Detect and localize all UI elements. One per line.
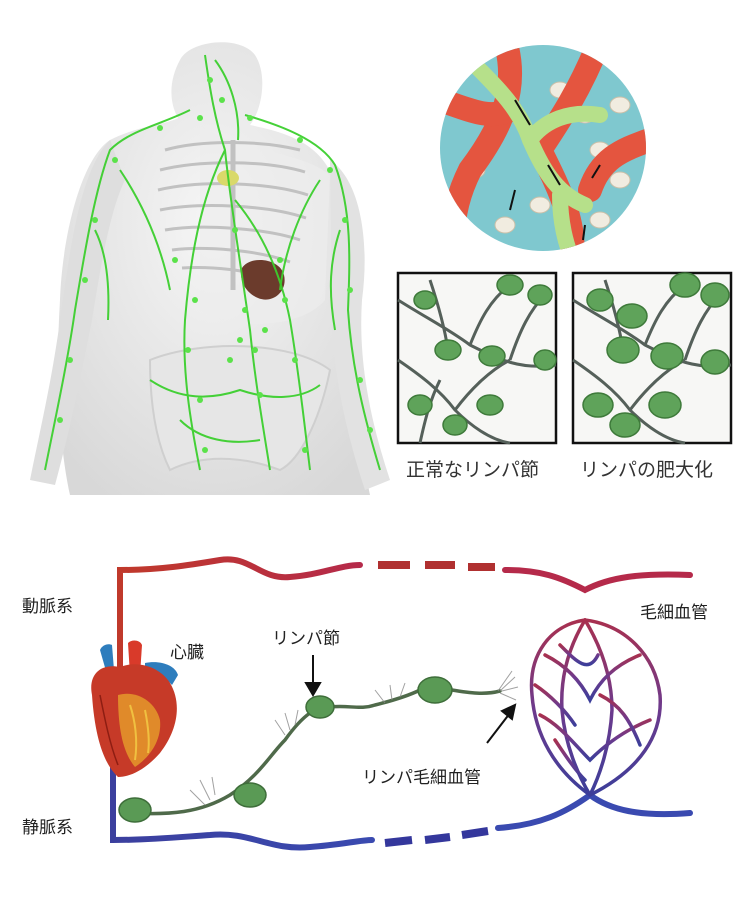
lymph-node-arrow	[304, 655, 322, 697]
venous-vessel	[110, 757, 693, 851]
venous-system-label: 静脈系	[22, 818, 73, 838]
lymph-node-label: リンパ節	[272, 629, 340, 649]
microscope-inset-icon	[440, 45, 646, 251]
lymph-node-icon	[118, 676, 453, 823]
blood-capillary-label: 毛細血管	[640, 603, 708, 623]
normal-lymph-node-box	[396, 271, 558, 445]
human-figure-lymph-icon	[30, 42, 733, 496]
heart-icon	[91, 640, 178, 777]
circulation-diagram: 動脈系 静脈系 心臓 リンパ節 毛細血管 リンパ毛細血管	[0, 495, 750, 897]
enlarged-lymph-node-box	[571, 271, 733, 445]
lymphatic-overview-panel: 正常なリンパ節 リンパの肥大化	[30, 42, 733, 496]
lymph-capillary-arrow	[486, 703, 517, 744]
circulation-diagram-svg	[91, 556, 693, 851]
heart-label: 心臓	[170, 643, 204, 663]
enlarged-lymph-node-caption: リンパの肥大化	[580, 459, 714, 481]
lymph-capillary-label: リンパ毛細血管	[362, 768, 481, 788]
arterial-system-label: 動脈系	[22, 597, 73, 617]
capillary-network-icon	[529, 588, 662, 815]
normal-lymph-node-caption: 正常なリンパ節	[406, 459, 540, 481]
lymph-vessel	[128, 688, 502, 816]
